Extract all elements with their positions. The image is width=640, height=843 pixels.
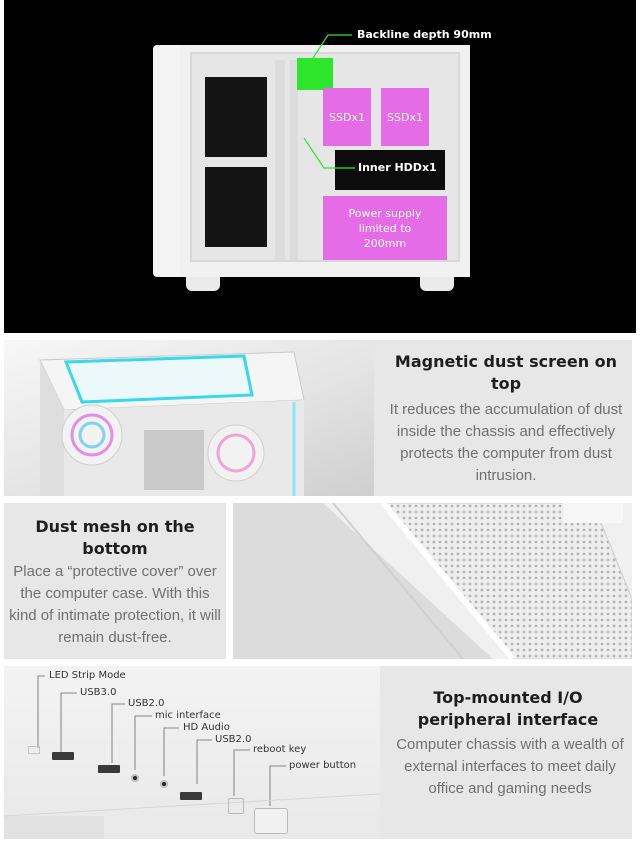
interior-cutout-upper bbox=[205, 77, 267, 157]
case-top-illustration bbox=[39, 351, 305, 496]
feature-desc-top-io: Computer chassis with a wealth of extern… bbox=[396, 736, 624, 797]
io-label-usb2-right: USB2.0 bbox=[215, 734, 252, 745]
io-label-reboot: reboot key bbox=[253, 744, 307, 755]
io-label-usb2-left: USB2.0 bbox=[128, 698, 165, 709]
feature-title-bottom-dust: Dust mesh on the bottom bbox=[35, 517, 195, 558]
inner-hdd-label: Inner HDDx1 bbox=[358, 161, 437, 174]
bottom-dust-mesh-photo bbox=[233, 503, 632, 659]
feature-title-top-io: Top-mounted I/O peripheral interface bbox=[417, 688, 599, 729]
audio-jack bbox=[160, 780, 168, 788]
feature-desc-top-dust: It reduces the accumulation of dust insi… bbox=[389, 401, 623, 484]
led-mode-button bbox=[28, 746, 40, 754]
callout-lines bbox=[303, 34, 355, 169]
feature-desc-bottom-dust: Place a “protective cover” over the comp… bbox=[9, 563, 221, 646]
psu-label: Power supply limited to 200mm bbox=[348, 206, 422, 250]
io-label-usb3: USB3.0 bbox=[80, 687, 117, 698]
usb2-port-right bbox=[180, 792, 202, 800]
ssd-bay-left: SSDx1 bbox=[323, 88, 371, 146]
top-dust-screen-photo bbox=[4, 340, 374, 496]
case-foot-right bbox=[420, 277, 454, 291]
usb2-port-left bbox=[98, 765, 120, 773]
io-label-mic: mic interface bbox=[155, 710, 221, 721]
io-label-led-strip: LED Strip Mode bbox=[49, 670, 126, 681]
mesh-illustration bbox=[323, 503, 632, 659]
hdd-bay bbox=[335, 150, 445, 190]
case-back-panel bbox=[153, 45, 185, 277]
ssd-bay-right: SSDx1 bbox=[381, 88, 429, 146]
case-foot-left bbox=[186, 277, 220, 291]
backline-depth-label: Backline depth 90mm bbox=[357, 28, 492, 41]
mic-jack bbox=[131, 774, 139, 782]
interior-rail-left bbox=[275, 60, 285, 260]
psu-area: Power supply limited to 200mm bbox=[323, 196, 447, 260]
usb3-port bbox=[52, 752, 74, 760]
backline-depth-highlight bbox=[297, 58, 333, 90]
interior-rail-right bbox=[290, 60, 298, 260]
io-label-hd-audio: HD Audio bbox=[183, 722, 230, 733]
bottom-dust-mesh-panel bbox=[4, 503, 226, 659]
power-button bbox=[254, 808, 288, 834]
top-io-photo: LED Strip Mode USB3.0 USB2.0 mic interfa… bbox=[4, 666, 380, 839]
interior-cutout-lower bbox=[205, 167, 267, 247]
feature-title-top-dust: Magnetic dust screen on top bbox=[394, 352, 618, 393]
reboot-key bbox=[228, 798, 244, 814]
io-label-power: power button bbox=[289, 760, 357, 771]
io-leader-lines bbox=[4, 675, 380, 839]
